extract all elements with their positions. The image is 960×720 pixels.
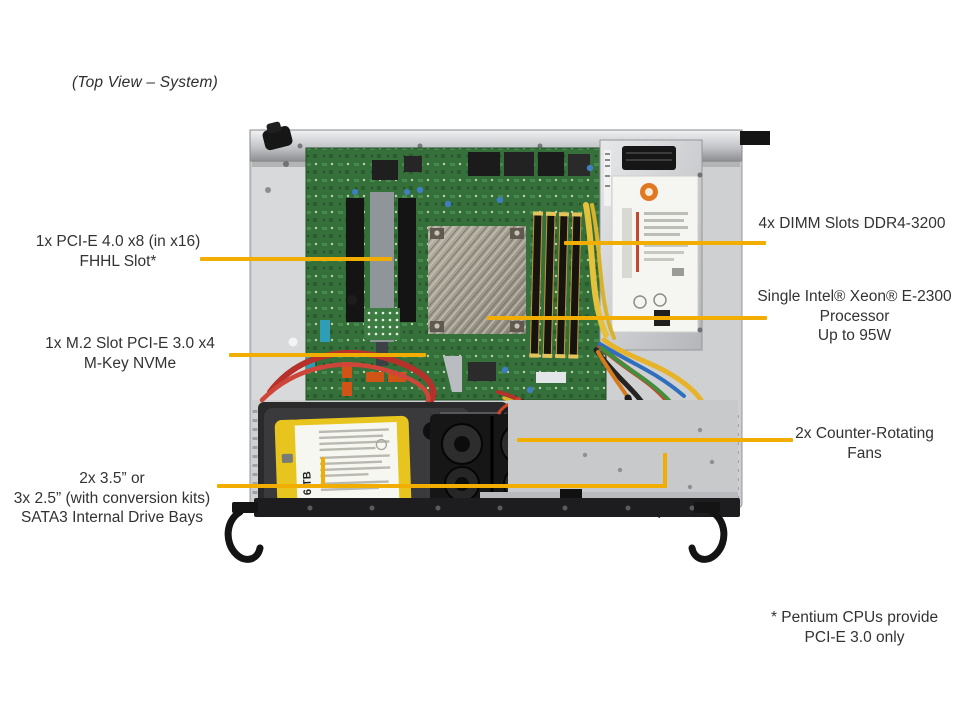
board-components	[306, 164, 594, 396]
callout-text-line: 1x PCI-E 4.0 x8 (in x16)	[35, 233, 201, 250]
callout-text-line: Single Intel® Xeon® E-2300	[757, 288, 952, 305]
callout-text-line: 2x Counter-Rotating	[795, 425, 934, 442]
dimm-slots	[529, 211, 583, 359]
rear-io-ports	[372, 152, 590, 180]
callout-label-pcie: 1x PCI-E 4.0 x8 (in x16) FHHL Slot*	[28, 232, 208, 271]
motherboard	[305, 147, 607, 401]
callout-line-drive-bays-branch-bay	[663, 453, 667, 488]
footnote-text-line: * Pentium CPUs provide	[770, 609, 939, 626]
power-supply	[599, 139, 703, 351]
callout-line-fans	[517, 438, 793, 442]
rear-right-latch	[740, 131, 770, 145]
callout-line-drive-bays-branch-hdd	[321, 457, 325, 488]
footnote-text-line: PCI-E 3.0 only	[804, 628, 905, 646]
callout-text-line: Up to 95W	[817, 327, 892, 344]
chassis-front	[224, 400, 740, 563]
thermal-pad	[364, 308, 400, 340]
callout-label-cpu: Single Intel® Xeon® E-2300 Processor Up …	[752, 287, 957, 346]
callout-line-dimm	[564, 241, 766, 245]
callout-label-dimm: 4x DIMM Slots DDR4-3200	[752, 214, 952, 234]
front-handle-left	[224, 502, 264, 563]
psu-label	[611, 175, 699, 333]
front-handle-right	[688, 502, 728, 563]
callout-line-m2	[229, 353, 426, 357]
callout-text-line: Processor	[819, 307, 890, 325]
hdd-capacity-label: 6 TB	[301, 471, 314, 495]
callout-text-line: FHHL Slot*	[79, 252, 157, 270]
hdd-label: 6 TB	[274, 415, 412, 510]
callout-line-drive-bays	[217, 484, 667, 488]
callout-text-line: 2x 3.5” or	[79, 470, 145, 487]
callout-line-cpu	[487, 316, 767, 320]
callout-text-line: Fans	[847, 444, 882, 462]
callout-text-line: 1x M.2 Slot PCI-E 3.0 x4	[45, 335, 215, 352]
rear-latch	[262, 121, 293, 151]
callout-label-m2: 1x M.2 Slot PCI-E 3.0 x4 M-Key NVMe	[30, 334, 230, 373]
callout-label-fans: 2x Counter-Rotating Fans	[772, 424, 957, 463]
callout-text-line: 4x DIMM Slots DDR4-3200	[758, 215, 946, 232]
diagram-title: (Top View – System)	[72, 74, 218, 91]
callout-text-line: SATA3 Internal Drive Bays	[20, 509, 204, 526]
callout-label-drive-bays: 2x 3.5” or 3x 2.5” (with conversion kits…	[6, 469, 218, 528]
callout-text-line: 3x 2.5” (with conversion kits)	[13, 489, 211, 507]
footnote: * Pentium CPUs provide PCI-E 3.0 only	[752, 608, 957, 647]
callout-line-pcie	[200, 257, 392, 261]
callout-text-line: M-Key NVMe	[83, 354, 177, 372]
